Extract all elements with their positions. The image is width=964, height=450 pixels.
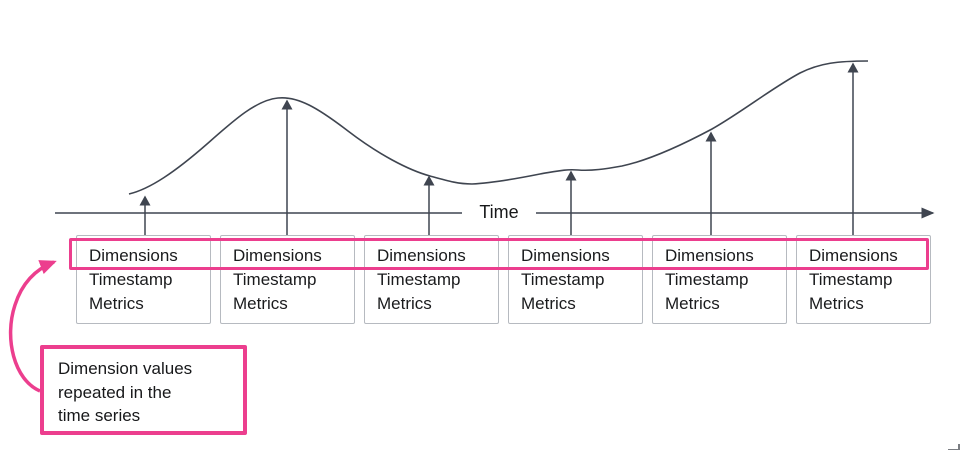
record-box-4: Dimensions Timestamp Metrics bbox=[508, 235, 643, 324]
record-metrics: Metrics bbox=[89, 294, 144, 313]
record-timestamp: Timestamp bbox=[233, 270, 317, 289]
record-box-2: Dimensions Timestamp Metrics bbox=[220, 235, 355, 324]
record-metrics: Metrics bbox=[809, 294, 864, 313]
callout-text-line-1: Dimension values bbox=[58, 359, 193, 378]
record-dimensions: Dimensions bbox=[233, 246, 322, 265]
record-metrics: Metrics bbox=[233, 294, 288, 313]
time-series-curve bbox=[128, 60, 869, 195]
record-timestamp: Timestamp bbox=[89, 270, 173, 289]
callout-text-line-2: repeated in the bbox=[58, 382, 172, 402]
callout-box: Dimension values repeated in the time se… bbox=[40, 345, 247, 435]
time-axis-label: Time bbox=[462, 202, 536, 223]
record-timestamp: Timestamp bbox=[377, 270, 461, 289]
record-timestamp: Timestamp bbox=[665, 270, 749, 289]
record-dimensions: Dimensions bbox=[89, 246, 178, 265]
callout-arrow bbox=[8, 260, 57, 393]
record-dimensions: Dimensions bbox=[377, 246, 466, 265]
record-box-5: Dimensions Timestamp Metrics bbox=[652, 235, 787, 324]
record-dimensions: Dimensions bbox=[521, 246, 610, 265]
callout-text-line-3: time series bbox=[58, 406, 141, 425]
record-box-row: Dimensions Timestamp Metrics Dimensions … bbox=[76, 235, 931, 324]
dimensions-highlight-rect bbox=[69, 238, 929, 270]
record-dimensions: Dimensions bbox=[809, 246, 898, 265]
record-dimensions: Dimensions bbox=[665, 246, 754, 265]
record-metrics: Metrics bbox=[521, 294, 576, 313]
record-box-6: Dimensions Timestamp Metrics bbox=[796, 235, 931, 324]
record-box-3: Dimensions Timestamp Metrics bbox=[364, 235, 499, 324]
corner-artifact bbox=[948, 444, 960, 450]
record-metrics: Metrics bbox=[665, 294, 720, 313]
record-box-1: Dimensions Timestamp Metrics bbox=[76, 235, 211, 324]
record-metrics: Metrics bbox=[377, 294, 432, 313]
record-timestamp: Timestamp bbox=[809, 270, 893, 289]
record-timestamp: Timestamp bbox=[521, 270, 605, 289]
